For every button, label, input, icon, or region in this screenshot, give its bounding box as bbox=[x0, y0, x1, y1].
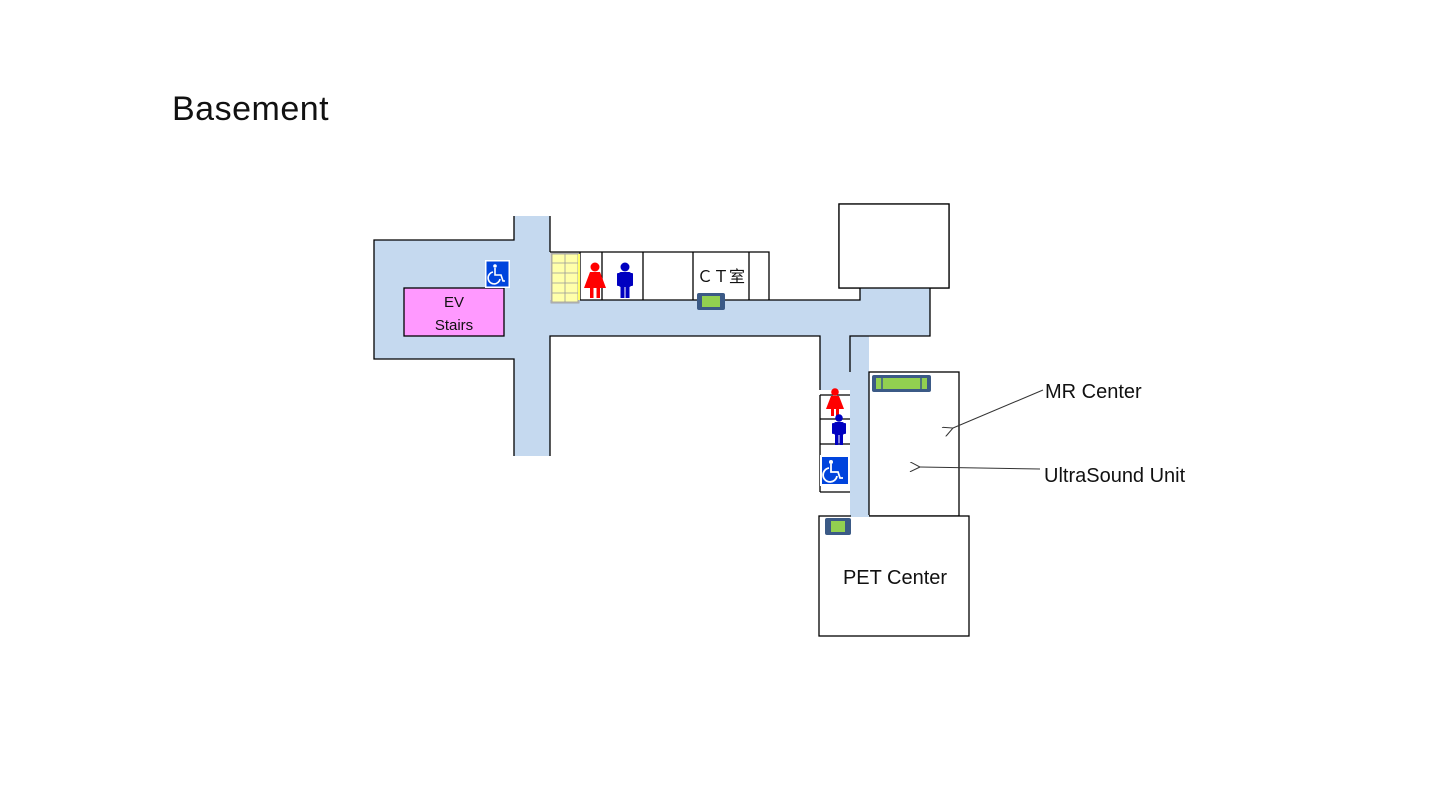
stairs-label: Stairs bbox=[435, 317, 473, 334]
woman-icon bbox=[826, 388, 844, 416]
callout-ultrasound-unit[interactable]: UltraSound Unit bbox=[920, 465, 1186, 487]
pet-center-box bbox=[818, 515, 970, 637]
callout-mr-center[interactable]: MR Center bbox=[953, 381, 1142, 428]
corridor-right-vertical-lower bbox=[850, 336, 869, 516]
page-title: Basement bbox=[172, 90, 330, 128]
corridor-left-vertical bbox=[514, 216, 550, 456]
reception-sign-icon bbox=[697, 293, 725, 310]
room-upper-right bbox=[838, 203, 950, 289]
ev-label: EV bbox=[444, 294, 464, 311]
woman-icon bbox=[584, 262, 606, 298]
reception-sign-icon bbox=[872, 375, 931, 392]
wall-left-corridor-lower bbox=[549, 335, 821, 456]
corridor-right-upper bbox=[860, 288, 930, 336]
pet-center-room[interactable]: PET Center bbox=[818, 515, 970, 637]
mr-ultrasound-room[interactable] bbox=[868, 371, 960, 517]
corridor-joint bbox=[851, 515, 869, 517]
pet-center-label: PET Center bbox=[843, 567, 947, 589]
man-icon bbox=[617, 262, 633, 298]
ultrasound-unit-label: UltraSound Unit bbox=[1044, 465, 1186, 487]
callout-arrow bbox=[920, 467, 1041, 469]
reception-sign-icon bbox=[825, 518, 851, 535]
wall-left-block bbox=[373, 216, 515, 456]
man-icon bbox=[832, 414, 846, 445]
wall-top-rooms bbox=[550, 251, 770, 300]
ev-stairs-room[interactable]: EV Stairs bbox=[403, 287, 505, 337]
ct-room-label[interactable]: ＣＴ室 bbox=[697, 268, 745, 286]
ev-stairs-box bbox=[403, 287, 505, 337]
wheelchair-icon bbox=[485, 260, 510, 288]
mr-center-label: MR Center bbox=[1045, 381, 1142, 403]
callout-arrow bbox=[953, 389, 1044, 428]
elevator-icon bbox=[550, 252, 580, 304]
corridor-right-vertical-side bbox=[820, 336, 850, 390]
wheelchair-icon bbox=[820, 455, 850, 486]
